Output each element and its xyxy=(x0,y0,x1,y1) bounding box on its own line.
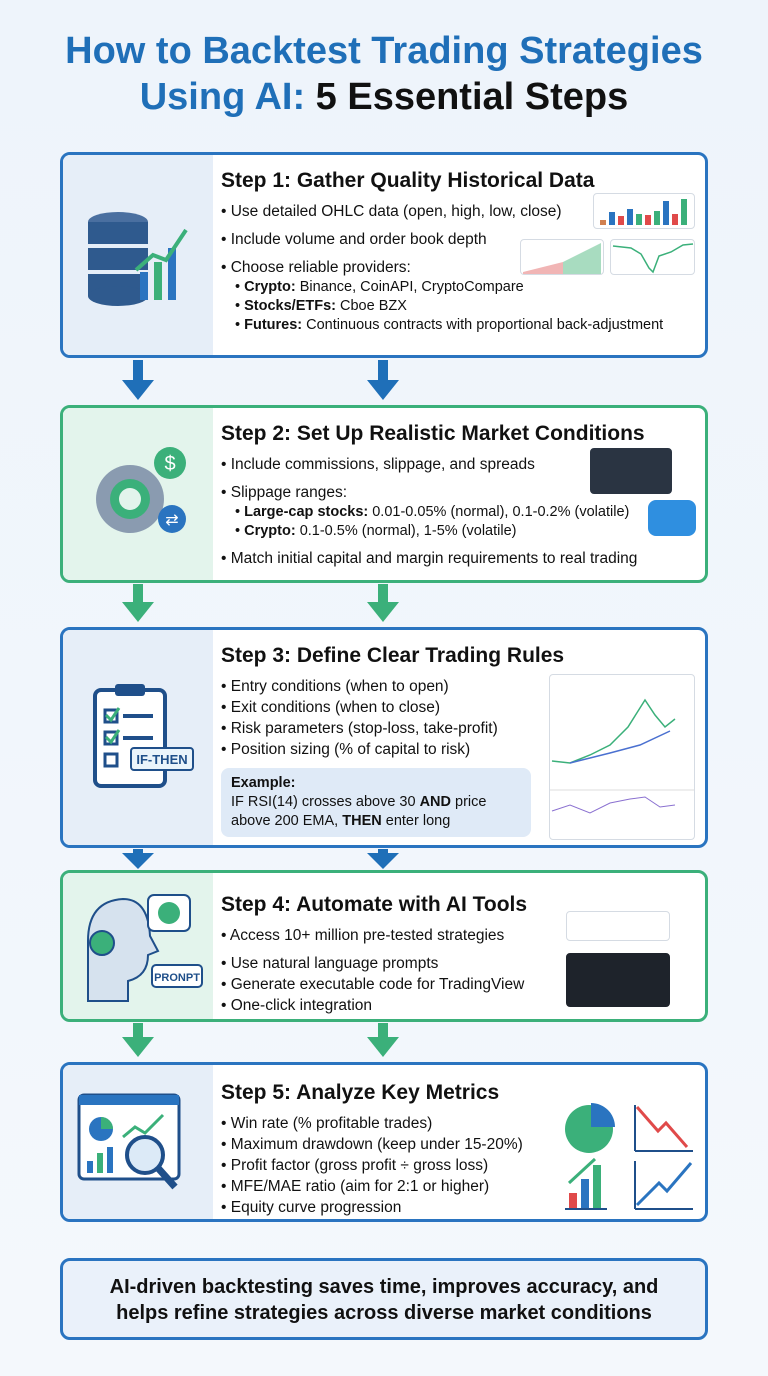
step-1-card: Step 1: Gather Quality Historical Data U… xyxy=(60,152,708,358)
svg-text:$: $ xyxy=(164,453,175,475)
svg-text:PRONPT: PRONPT xyxy=(154,972,200,984)
prompt-box-thumbnail xyxy=(566,911,670,941)
step-4-card: PRONPT Step 4: Automate with AI Tools Ac… xyxy=(60,870,708,1022)
step-3-card: IF-THEN Step 3: Define Clear Trading Rul… xyxy=(60,627,708,848)
gear-dollar-icon: $⇄ xyxy=(63,408,213,580)
flow-arrows-4 xyxy=(122,1023,399,1057)
drawdown-chart-icon xyxy=(634,1105,693,1152)
flow-arrows-3 xyxy=(122,849,399,869)
dashboard-magnifier-icon xyxy=(63,1065,213,1219)
svg-text:⇄: ⇄ xyxy=(165,510,178,529)
code-editor-thumbnail xyxy=(566,953,670,1007)
bar-growth-icon xyxy=(565,1157,607,1210)
svg-text:IF-THEN: IF-THEN xyxy=(136,752,187,767)
flow-arrows-2 xyxy=(122,584,399,622)
example-box: Example: IF RSI(14) crosses above 30 AND… xyxy=(221,768,531,837)
step-5-card: Step 5: Analyze Key Metrics Win rate (% … xyxy=(60,1062,708,1222)
flow-arrows-1 xyxy=(122,360,399,400)
wallet-icon xyxy=(648,500,696,536)
page-title: How to Backtest Trading Strategies Using… xyxy=(65,30,703,118)
ai-robot-icon: PRONPT xyxy=(63,873,213,1019)
equity-curve-icon xyxy=(634,1161,693,1210)
pie-chart-icon xyxy=(565,1103,615,1153)
bar-chart-thumbnail xyxy=(593,193,695,229)
summary-banner: AI-driven backtesting saves time, improv… xyxy=(60,1258,708,1340)
checklist-icon: IF-THEN xyxy=(63,630,213,845)
step-2-card: $⇄ Step 2: Set Up Realistic Market Condi… xyxy=(60,405,708,583)
metrics-icons xyxy=(565,1103,693,1210)
line-chart-thumbnail xyxy=(610,239,695,275)
database-chart-icon xyxy=(63,155,213,355)
depth-chart-thumbnail xyxy=(520,239,604,275)
candlestick-chart-thumbnail xyxy=(549,674,695,840)
settings-panel-thumbnail xyxy=(590,448,672,494)
